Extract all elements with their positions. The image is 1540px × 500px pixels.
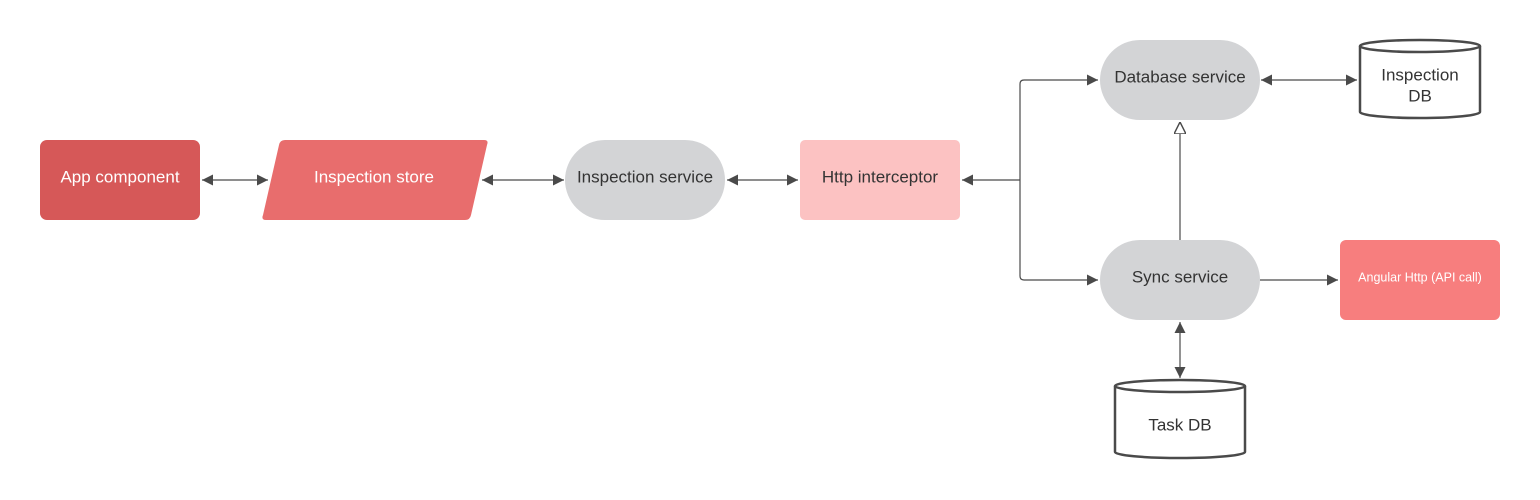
node-inspection-db[interactable]: Inspection DB — [1358, 38, 1482, 120]
node-angular-http[interactable]: Angular Http (API call) — [1340, 240, 1500, 320]
node-database-service[interactable]: Database service — [1100, 40, 1260, 120]
database-service-label: Database service — [1114, 67, 1245, 86]
http-interceptor-label: Http interceptor — [822, 167, 939, 186]
task-db-top — [1113, 378, 1247, 394]
angular-http-shape — [1340, 240, 1500, 320]
app-component-shape — [40, 140, 200, 220]
inspection-service-label: Inspection service — [577, 167, 713, 186]
edge-junction-database-service — [1019, 74, 1098, 180]
database-service-shape — [1100, 40, 1260, 120]
inspection-db-body — [1358, 46, 1482, 120]
inspection-service-shape — [565, 140, 725, 220]
inspection-db-top — [1358, 38, 1482, 54]
node-http-interceptor[interactable]: Http interceptor — [800, 140, 960, 220]
edge-junction-sync-service — [1019, 180, 1098, 286]
http-interceptor-shape — [800, 140, 960, 220]
node-inspection-service[interactable]: Inspection service — [565, 140, 725, 220]
sync-service-label: Sync service — [1132, 267, 1228, 286]
node-inspection-store[interactable]: Inspection store — [262, 140, 488, 220]
inspection-store-label: Inspection store — [314, 167, 434, 186]
inspection-store-shape — [262, 140, 488, 220]
node-task-db[interactable]: Task DB — [1113, 378, 1247, 460]
inspection-db-label-line1: Inspection — [1381, 65, 1459, 84]
inspection-db-label-line2: DB — [1408, 86, 1432, 105]
connectors — [202, 74, 1357, 378]
task-db-body — [1113, 386, 1247, 460]
task-db-label: Task DB — [1148, 415, 1211, 434]
sync-service-shape — [1100, 240, 1260, 320]
node-sync-service[interactable]: Sync service — [1100, 240, 1260, 320]
app-component-label: App component — [60, 167, 179, 186]
node-app-component[interactable]: App component — [40, 140, 200, 220]
angular-http-label: Angular Http (API call) — [1358, 270, 1482, 284]
